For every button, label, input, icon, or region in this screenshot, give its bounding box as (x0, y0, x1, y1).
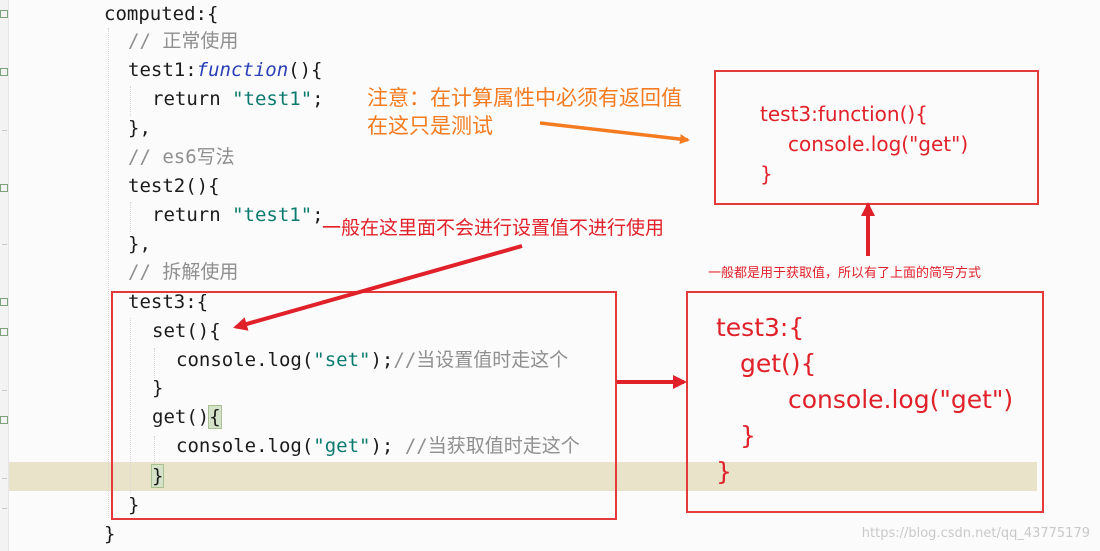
code-line-3[interactable]: test1:function(){ (128, 59, 323, 81)
code-line-5[interactable]: }, (128, 117, 151, 139)
indent-guide (108, 28, 109, 518)
code-line-6[interactable]: // es6写法 (128, 146, 235, 168)
code-line-2[interactable]: // 正常使用 (128, 30, 239, 52)
indent-guide (130, 202, 131, 232)
fold-marker-icon[interactable] (0, 416, 8, 424)
fold-end-icon (2, 244, 7, 245)
fold-end-icon (2, 390, 7, 391)
code-line-15[interactable]: get(){ (152, 405, 222, 429)
fold-end-icon (2, 478, 7, 479)
fold-end-icon (2, 130, 7, 131)
current-line-highlight (9, 462, 1037, 491)
arrow-to-set (233, 244, 523, 331)
fold-marker-icon[interactable] (0, 68, 8, 76)
arrow-orange (539, 121, 690, 145)
fold-end-icon (2, 508, 7, 509)
fold-marker-icon[interactable] (0, 328, 8, 336)
red-note-get: 一般都是用于获取值，所以有了上面的简写方式 (708, 266, 982, 281)
fold-marker-icon[interactable] (0, 298, 8, 306)
example-box-getter: test3:{ get(){ console.log("get") } } (686, 291, 1044, 513)
orange-note: 注意：在计算属性中必须有返回值 在这只是测试 (367, 86, 682, 138)
editor-gutter (0, 0, 9, 551)
code-line-4[interactable]: return "test1"; (152, 88, 324, 110)
matched-brace: { (208, 405, 222, 429)
indent-guide (130, 318, 131, 493)
code-line-12[interactable]: set(){ (152, 320, 221, 342)
indent-guide (130, 86, 131, 116)
indent-guide (154, 436, 155, 466)
code-line-1[interactable]: computed:{ (104, 3, 219, 25)
code-line-18[interactable]: } (128, 494, 140, 516)
indent-guide (154, 348, 155, 378)
code-line-14[interactable]: } (152, 377, 164, 399)
example-box-function: test3:function(){ console.log("get") } (714, 70, 1039, 205)
code-line-16[interactable]: console.log("get"); //当获取值时走这个 (176, 435, 580, 457)
code-line-13[interactable]: console.log("set");//当设置值时走这个 (176, 349, 569, 371)
fold-marker-icon[interactable] (0, 10, 8, 18)
code-line-11[interactable]: test3:{ (128, 291, 209, 313)
code-line-7[interactable]: test2(){ (128, 175, 220, 197)
matched-brace: } (150, 464, 165, 488)
code-line-17[interactable]: } (150, 462, 165, 490)
code-line-10[interactable]: // 拆解使用 (128, 261, 239, 283)
code-line-8[interactable]: return "test1"; (152, 204, 324, 226)
code-line-9[interactable]: }, (128, 233, 151, 255)
red-note-set: 一般在这里面不会进行设置值不进行使用 (322, 217, 665, 239)
watermark: https://blog.csdn.net/qq_43775179 (861, 526, 1090, 541)
fold-marker-icon[interactable] (0, 184, 8, 192)
code-line-19[interactable]: } (104, 523, 116, 545)
